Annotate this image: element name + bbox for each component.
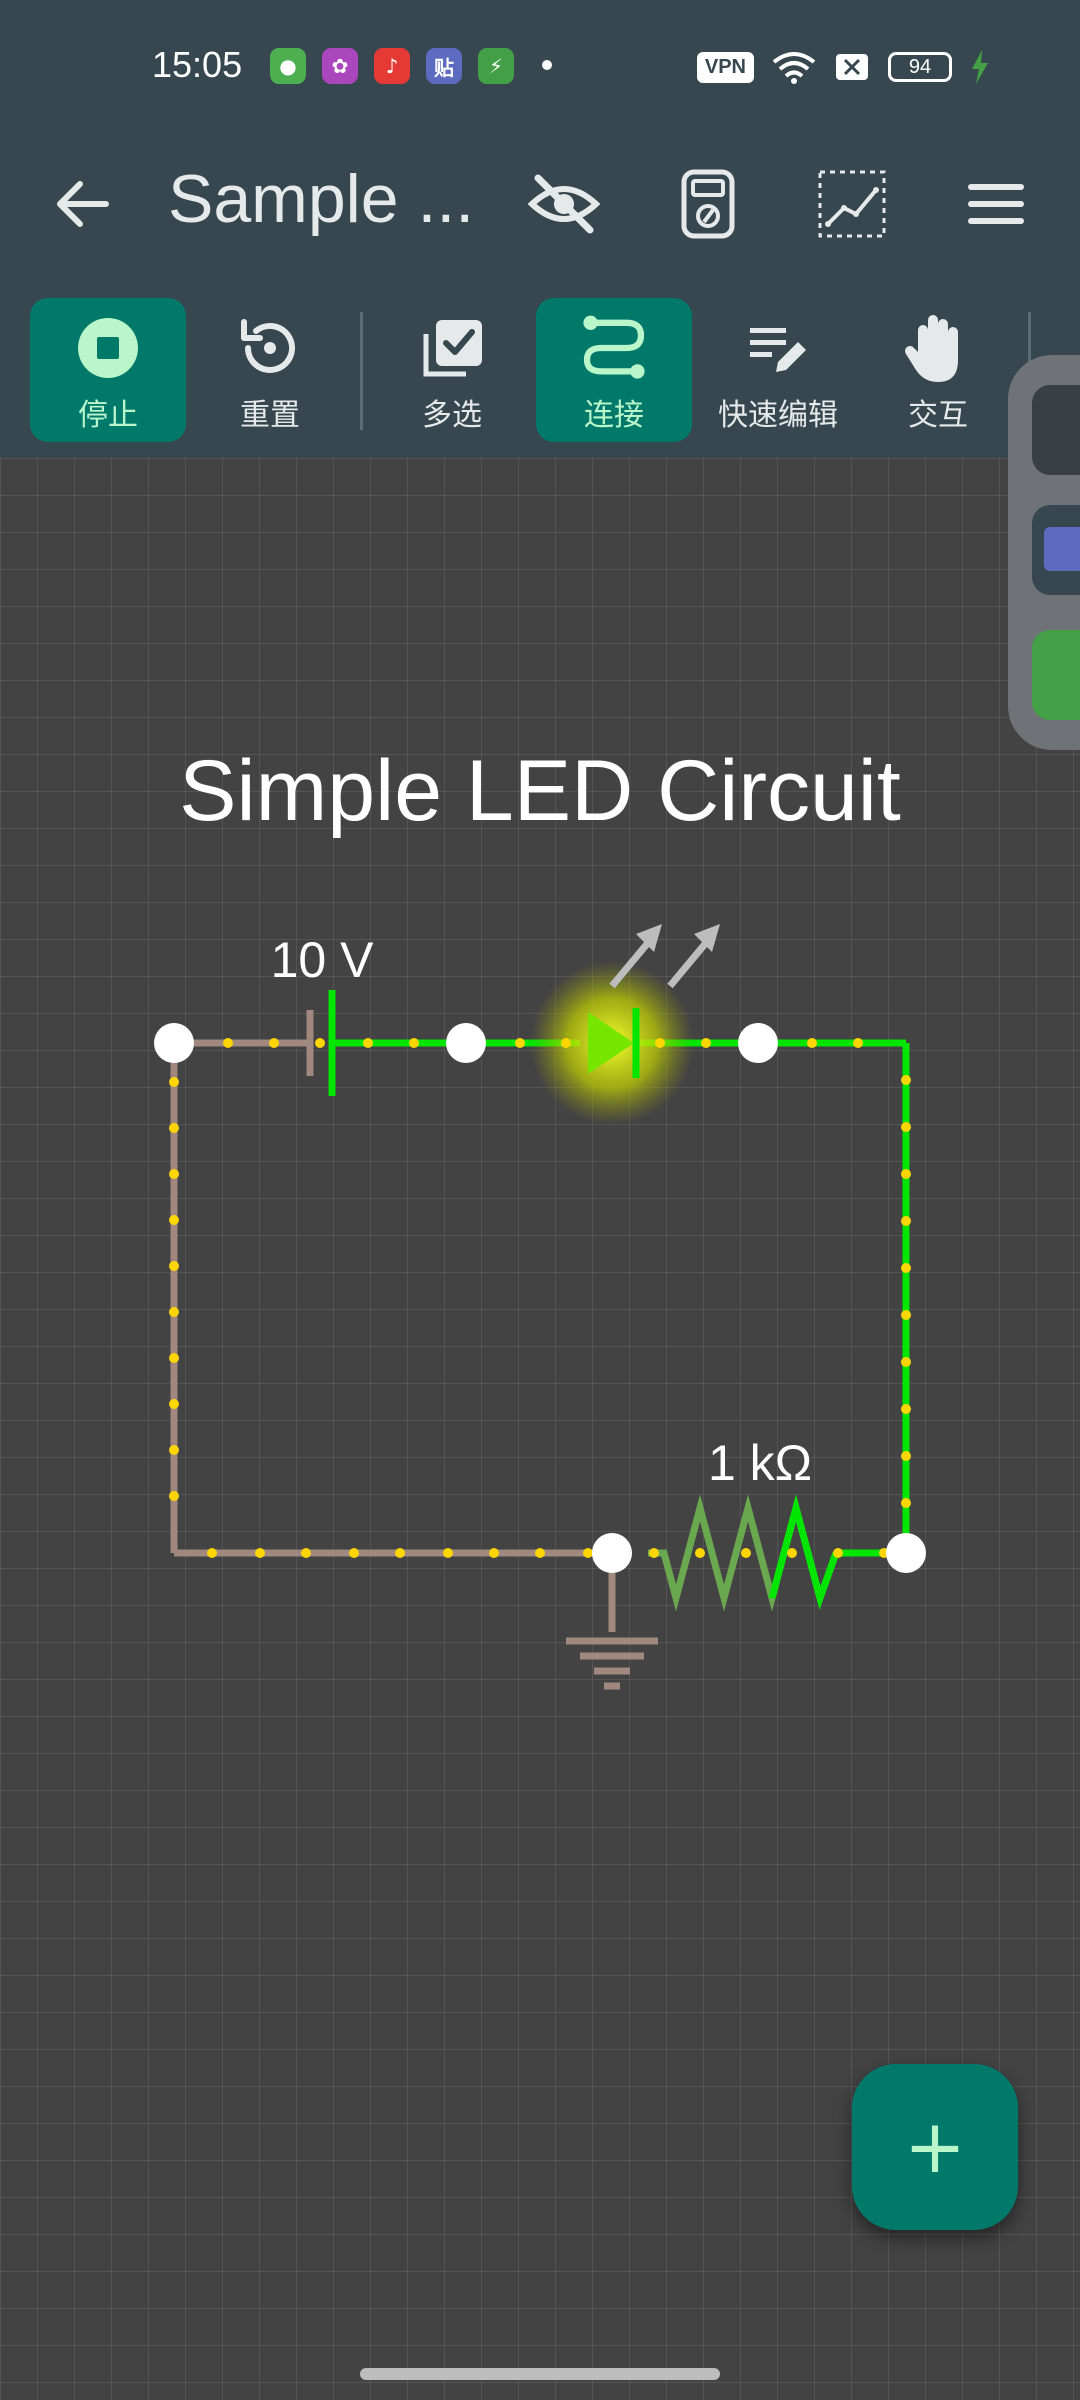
app-icon-2: ✿ [322,48,358,84]
status-app-icons: ● ✿ ♪ 贴 ⚡ [270,48,514,84]
wifi-icon [772,52,816,84]
current-flow-dots [169,1038,911,1558]
hamburger-menu-icon [968,184,1024,224]
node-ground [592,1533,632,1573]
multiselect-label: 多选 [422,398,482,433]
app-bar: Sample ... [0,130,1080,278]
status-time: 15:05 [152,44,243,85]
resistor-component[interactable] [648,1494,840,1612]
side-panel-tool-2[interactable] [1032,505,1080,595]
graph-button[interactable] [812,164,892,244]
circuit-name-title[interactable]: Sample ... [168,161,475,237]
reset-icon [241,319,295,373]
sim-off-icon [836,54,868,80]
circuit-nodes[interactable] [154,1023,926,1573]
notification-dot [542,60,552,70]
quick-edit-label: 快速编辑 [718,398,838,433]
multiselect-icon [423,320,482,377]
charging-icon [972,50,988,84]
idle-wires[interactable] [170,1039,616,1632]
connect-label: 连接 [584,398,644,433]
toggle-visibility-button[interactable] [524,164,604,244]
toolbar-divider [360,312,363,430]
stop-label: 停止 [78,398,138,433]
music-app-icon: ♪ [374,48,410,84]
quick-edit-icon [750,328,806,372]
status-bar: 15:05 ● ✿ ♪ 贴 ⚡ VPN 94 [0,0,1080,130]
connect-wire-button[interactable]: 连接 [536,298,692,442]
back-arrow-icon [57,181,109,227]
battery-voltage-label: 10 V [271,932,375,988]
multimeter-icon [681,169,735,239]
circuit-title: Simple LED Circuit [179,743,901,839]
floating-side-panel[interactable] [1008,355,1080,750]
back-button[interactable] [48,168,120,240]
battery-indicator: 94 [888,52,952,82]
stop-icon [78,318,138,378]
led-component[interactable] [530,924,720,1125]
node-battery-left [154,1023,194,1063]
connect-wire-icon [583,315,645,379]
interact-label: 交互 [908,398,968,433]
tool-bar: 停止 重置 多选 连接 [0,278,1080,458]
status-indicators: VPN 94 [696,50,990,84]
ground-symbol[interactable] [566,1637,658,1690]
reset-label: 重置 [240,398,300,433]
interact-button[interactable]: 交互 [860,298,1016,442]
tieba-app-icon: 贴 [426,48,462,84]
plus-icon: + [903,2104,966,2190]
resistor-value-label: 1 kΩ [708,1435,812,1491]
add-component-button[interactable]: + [852,2064,1018,2230]
graph-icon [818,170,886,238]
home-indicator[interactable] [360,2368,720,2380]
eye-off-icon [528,174,600,234]
node-battery-right [446,1023,486,1063]
security-app-icon: ⚡ [478,48,514,84]
side-panel-preview [1044,527,1080,571]
node-resistor-right [886,1533,926,1573]
hand-interact-icon [905,315,958,382]
stop-simulation-button[interactable]: 停止 [30,298,186,442]
multimeter-button[interactable] [668,164,748,244]
quick-edit-button[interactable]: 快速编辑 [698,298,858,442]
side-panel-tool-1[interactable] [1032,385,1080,475]
side-panel-more-button[interactable] [1032,630,1080,720]
reset-button[interactable]: 重置 [192,298,348,442]
multiselect-button[interactable]: 多选 [374,298,530,442]
vpn-badge: VPN [696,51,754,83]
node-led-right [738,1023,778,1063]
app-icon-1: ● [270,48,306,84]
battery-component[interactable] [306,990,336,1096]
circuit-canvas[interactable] [0,458,1080,2400]
menu-button[interactable] [956,164,1036,244]
